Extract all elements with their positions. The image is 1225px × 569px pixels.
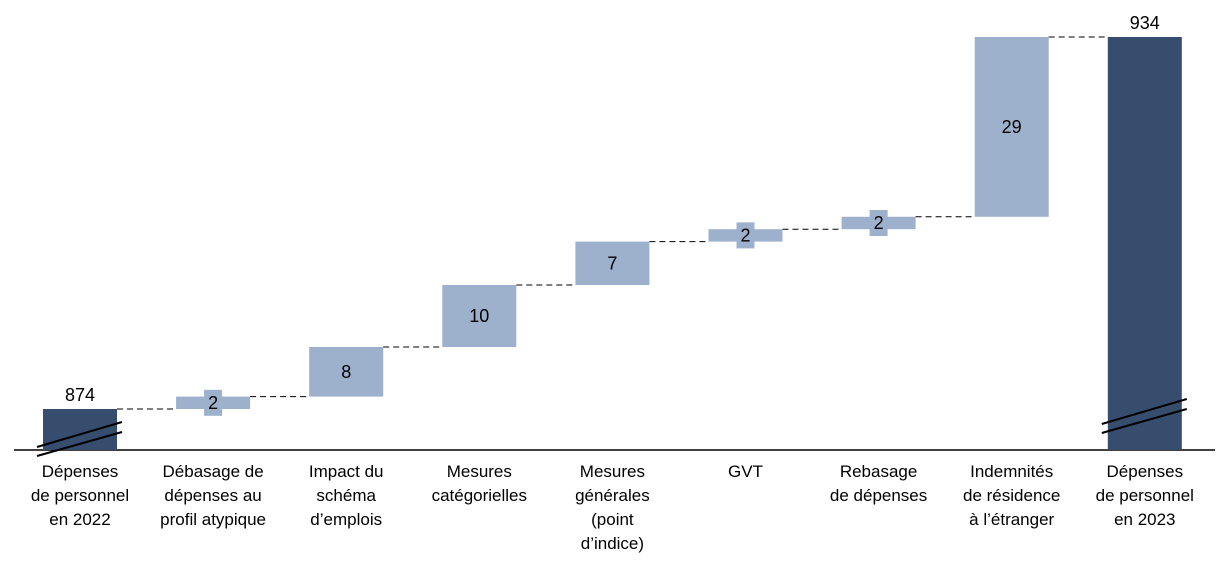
axis-break-mark: [1101, 398, 1188, 425]
delta-bar: [442, 285, 517, 347]
value-label-background: [204, 389, 223, 416]
value-label: 874: [65, 385, 95, 405]
value-label: 934: [1130, 13, 1160, 33]
category-label: GVT: [728, 462, 763, 481]
value-label: 2: [740, 225, 750, 245]
value-label: 7: [607, 253, 617, 273]
value-label: 2: [874, 213, 884, 233]
delta-bar: [974, 37, 1049, 217]
value-label: 2: [208, 393, 218, 413]
axis-break-mark: [36, 431, 123, 457]
axis-break-mark: [36, 421, 123, 448]
value-label-background: [869, 210, 888, 236]
axis-break-mark: [1101, 408, 1188, 434]
value-label: 29: [1002, 117, 1022, 137]
delta-bar: [309, 347, 384, 397]
value-label: 8: [341, 362, 351, 382]
value-label-background: [736, 222, 755, 249]
delta-bar: [575, 241, 650, 285]
value-label: 10: [469, 306, 489, 326]
total-bar: [1107, 37, 1182, 450]
